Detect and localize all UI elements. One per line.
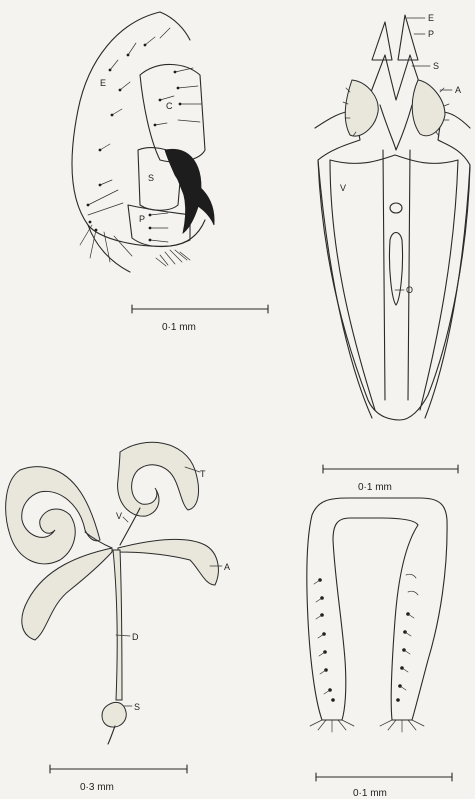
fig-top-right: E P S A V O 0·1 mm [315, 13, 470, 493]
scale-label: 0·3 mm [80, 782, 114, 793]
label-s: S [148, 173, 154, 183]
label-d: D [132, 632, 139, 642]
label-v: V [340, 183, 346, 193]
fig-top-left: E C S P 0·1 mm [72, 12, 268, 333]
fig-bottom-left: T V A D S 0·3 mm [6, 442, 230, 793]
label-a: A [224, 562, 230, 572]
label-a: A [455, 85, 461, 95]
scale-label: 0·1 mm [358, 482, 392, 493]
label-t: T [200, 469, 206, 479]
label-e: E [428, 13, 434, 23]
label-p: P [428, 29, 434, 39]
label-c: C [166, 101, 173, 111]
label-s: S [433, 61, 439, 71]
scale-bar [316, 773, 452, 781]
label-e: E [100, 78, 106, 88]
label-o: O [406, 285, 413, 295]
scale-bar [132, 305, 268, 313]
scale-bar [323, 465, 458, 473]
scale-bar [50, 765, 187, 773]
label-v: V [116, 511, 122, 521]
scale-label: 0·1 mm [353, 788, 387, 799]
label-s: S [134, 702, 140, 712]
label-p: P [139, 214, 145, 224]
scale-label: 0·1 mm [162, 322, 196, 333]
fig-bottom-right: 0·1 mm [307, 498, 452, 799]
